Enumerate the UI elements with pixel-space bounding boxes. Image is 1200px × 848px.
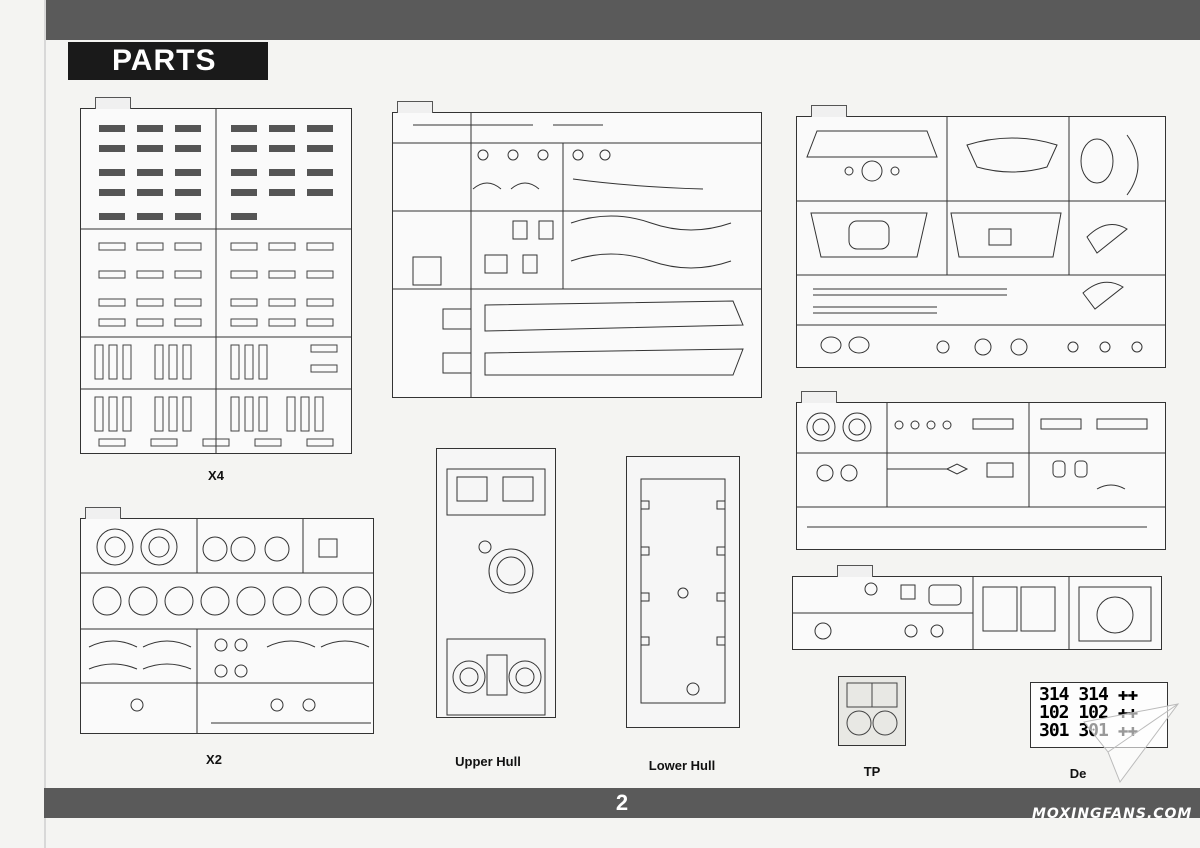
bottom-bar: 2	[44, 788, 1200, 818]
sprue-b-tab	[397, 101, 433, 113]
sprue-j-tab	[95, 97, 131, 109]
sprue-f-parts	[793, 577, 1152, 649]
lower-hull	[626, 456, 740, 728]
lower-hull-drawing	[640, 478, 726, 704]
sprue-c-parts	[797, 403, 1165, 528]
sprue-e-parts	[81, 519, 373, 733]
sprue-e	[80, 507, 374, 734]
page-binding-edge	[44, 0, 46, 848]
sprue-f-tab	[837, 565, 873, 577]
upper-hull	[436, 448, 556, 718]
watermark: MOXINGFANS.COM	[1032, 806, 1193, 822]
photo-etch-tp	[838, 676, 906, 746]
sprue-d-parts	[797, 117, 1165, 356]
sprue-j-caption: X4	[208, 468, 224, 483]
photo-etch-caption: TP	[863, 764, 881, 779]
sprue-d-tab	[811, 105, 847, 117]
sprue-c-tab	[801, 391, 837, 403]
sprue-f	[792, 565, 1162, 650]
page-title: PARTS	[68, 42, 268, 80]
sprue-j-parts	[81, 109, 351, 453]
page-number: 2	[615, 790, 629, 815]
sprue-e-tab	[85, 507, 121, 519]
decal-caption: De	[1069, 766, 1087, 781]
sprue-b-parts	[393, 113, 761, 397]
decal-row-3: 301 301 ✚✚	[1039, 720, 1138, 741]
upper-hull-caption: Upper Hull	[455, 754, 521, 769]
top-bar	[44, 0, 1200, 40]
sprue-b	[392, 101, 762, 398]
sprue-j	[80, 97, 352, 454]
photo-etch-parts	[846, 682, 898, 736]
decal-sheet: 314 314 ✚✚ 102 102 ✚✚ 301 301 ✚✚	[1030, 682, 1168, 748]
sprue-d	[796, 105, 1166, 368]
decal-row-1: 314 314 ✚✚	[1039, 684, 1138, 705]
upper-hull-drawing	[446, 468, 546, 716]
sprue-e-caption: X2	[206, 752, 222, 767]
lower-hull-caption: Lower Hull	[648, 758, 716, 773]
sprue-c	[796, 391, 1166, 550]
